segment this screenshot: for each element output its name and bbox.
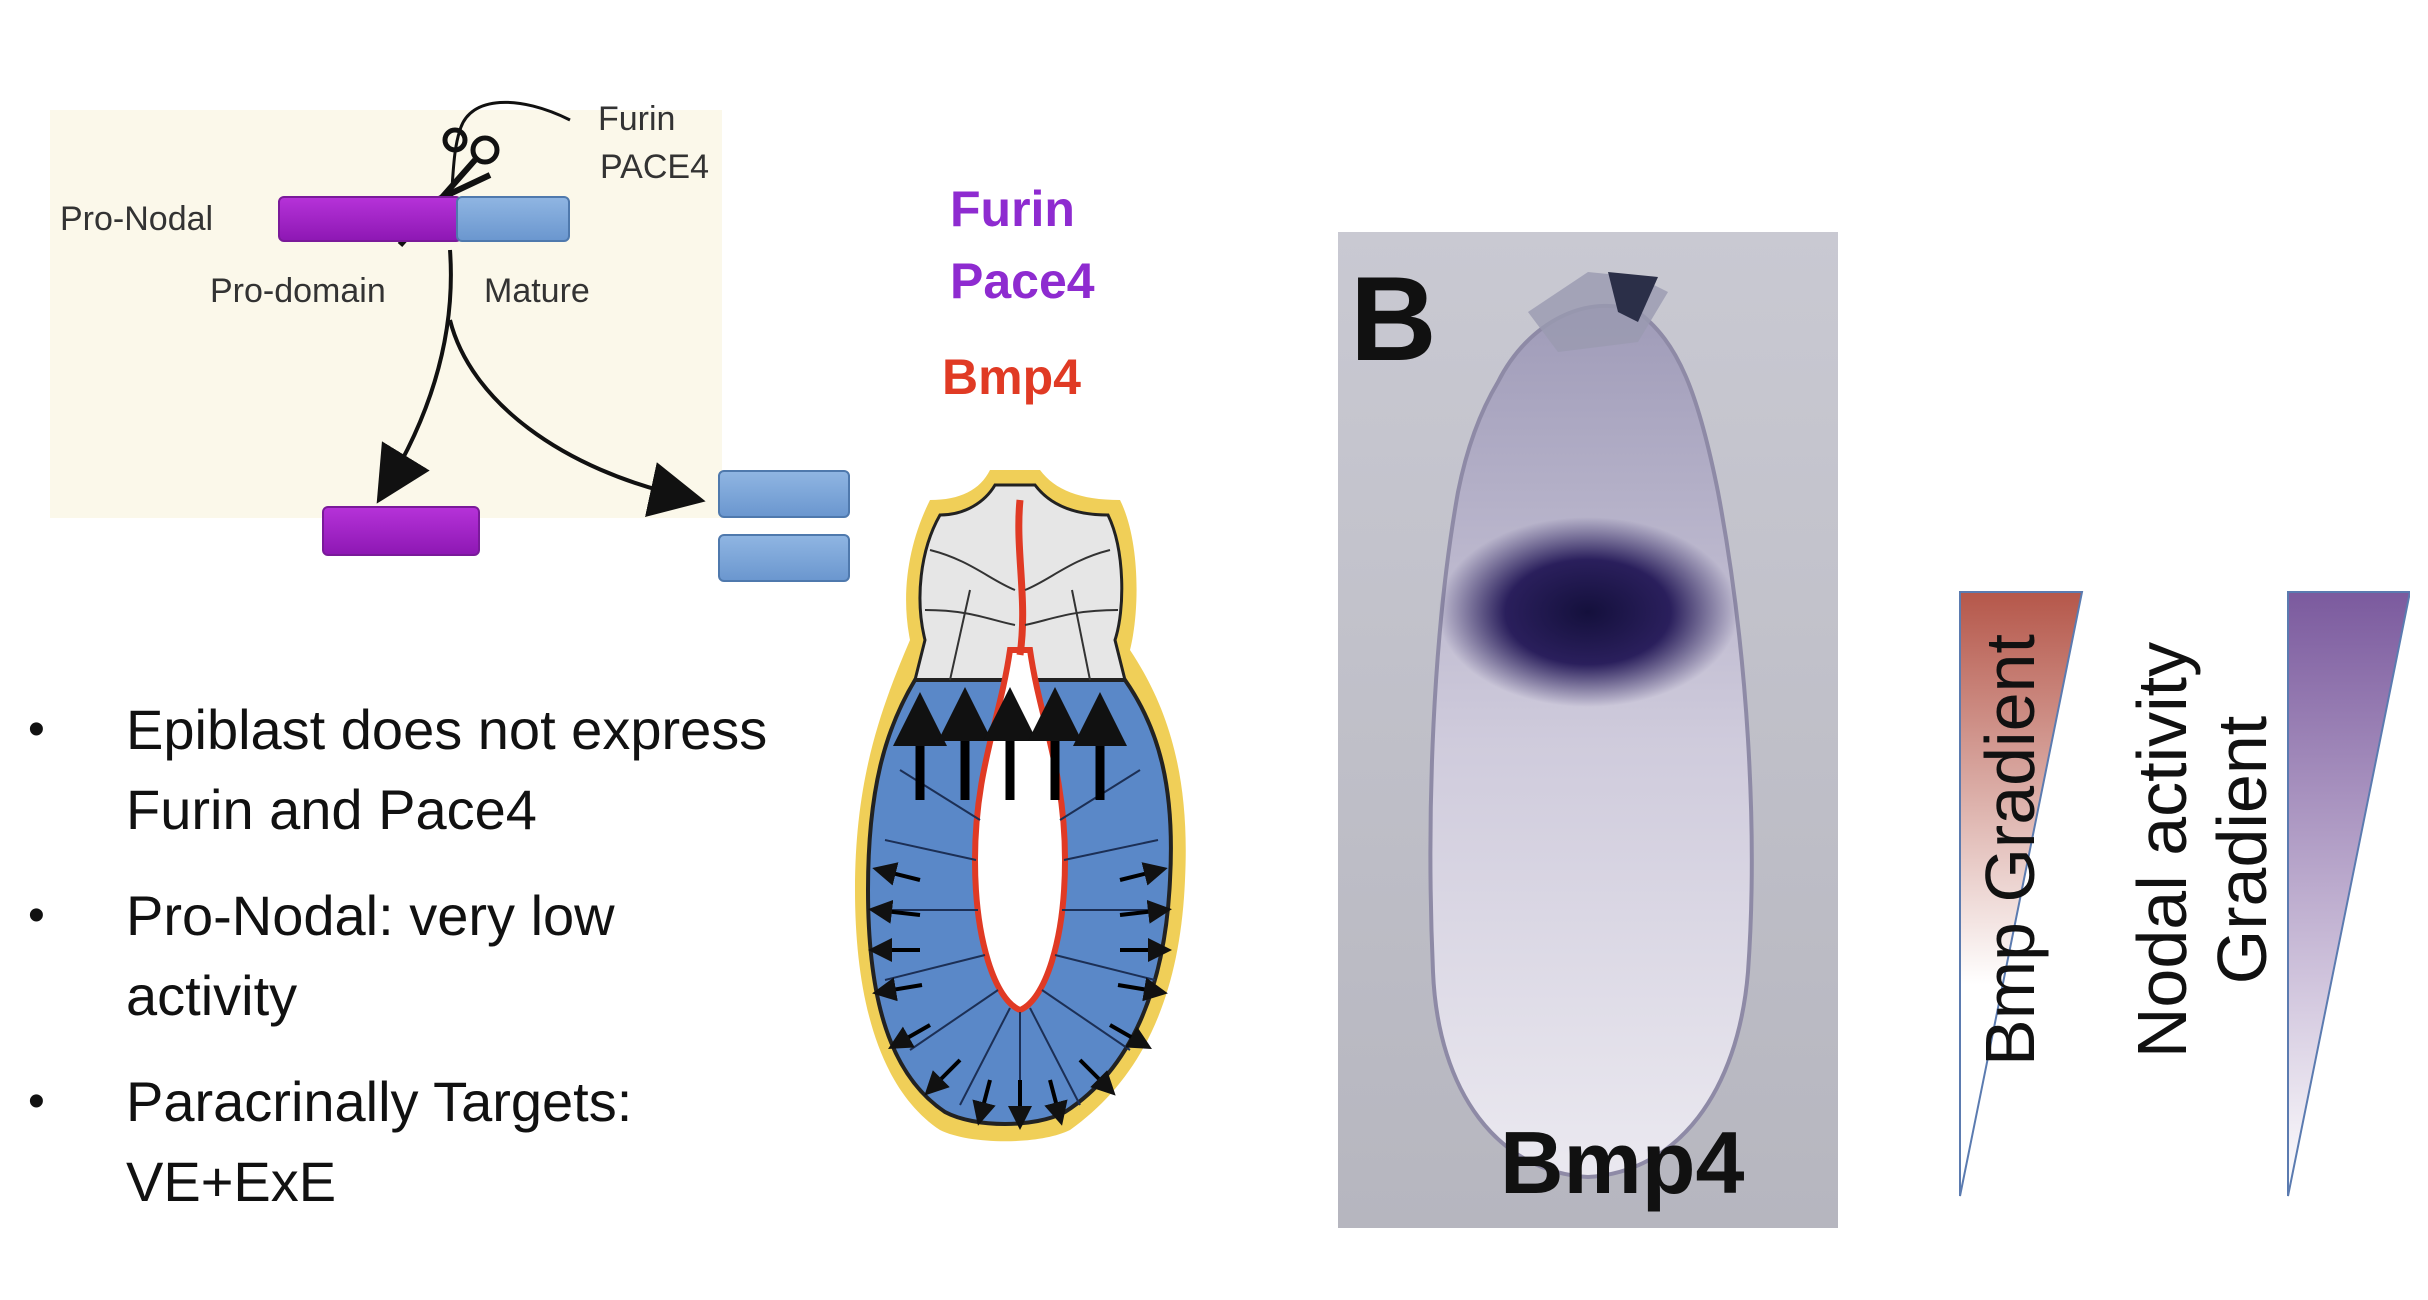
enzyme-label-furin: Furin: [598, 100, 676, 138]
mature-dimer-top-bar: [718, 470, 850, 518]
panel-letter: B: [1350, 252, 1437, 386]
nodal-gradient-label: Nodal activity Gradient: [2122, 620, 2282, 1080]
bullet-item: •Paracrinally Targets: VE+ExE: [28, 1062, 746, 1222]
ectoderm-cell-lines: [924, 549, 1119, 681]
prodomain-arrow: [376, 249, 453, 504]
ectoplacental-cone-dark: [1608, 272, 1658, 322]
embryo-diagram: [855, 470, 1186, 1142]
pro-nodal-label: Pro-Nodal: [60, 200, 214, 238]
outward-signal-arrows: [868, 862, 1172, 1130]
nodal-gradient-label-line1: Nodal activity: [2123, 641, 2201, 1059]
bmp-gradient-triangle: [1959, 591, 2084, 1197]
furin-label: Furin: [950, 181, 1075, 237]
prodomain-bar: [278, 196, 462, 242]
bullet-dot: •: [28, 889, 45, 942]
mature-label: Mature: [484, 272, 590, 310]
bullet-dot: •: [28, 703, 45, 756]
bullet-list: •Epiblast does not express Furin and Pac…: [28, 690, 886, 1248]
bmp4-expression-domain: [1438, 517, 1738, 707]
mature-arrow: [448, 319, 706, 517]
prodomain-label: Pro-domain: [210, 272, 386, 310]
bmp4-label: Bmp4: [942, 349, 1081, 405]
mature-dimer-bottom-bar: [718, 534, 850, 582]
nodal-gradient-label-line2: Gradient: [2203, 715, 2281, 985]
enzyme-label-pace4: PACE4: [600, 148, 709, 186]
bullet-item: •Epiblast does not express Furin and Pac…: [28, 690, 886, 850]
bmp4-source-line: [1015, 499, 1027, 656]
cleaved-prodomain-bar: [322, 506, 480, 556]
bullet-dot: •: [28, 1075, 45, 1128]
gradient-triangles: [1959, 591, 2410, 1197]
upward-signal-arrows: [893, 687, 1127, 800]
nodal-gradient-triangle: [2287, 591, 2410, 1197]
mature-bar: [456, 196, 570, 242]
bullet-item: •Pro-Nodal: very low activity: [28, 876, 746, 1036]
pace4-label: Pace4: [950, 253, 1095, 309]
bmp-gradient-label: Bmp Gradient: [1971, 634, 2049, 1066]
bmp4-in-situ-photo: [1338, 232, 1838, 1228]
embryo-body: [1428, 303, 1754, 1180]
photo-caption: Bmp4: [1500, 1113, 1745, 1212]
